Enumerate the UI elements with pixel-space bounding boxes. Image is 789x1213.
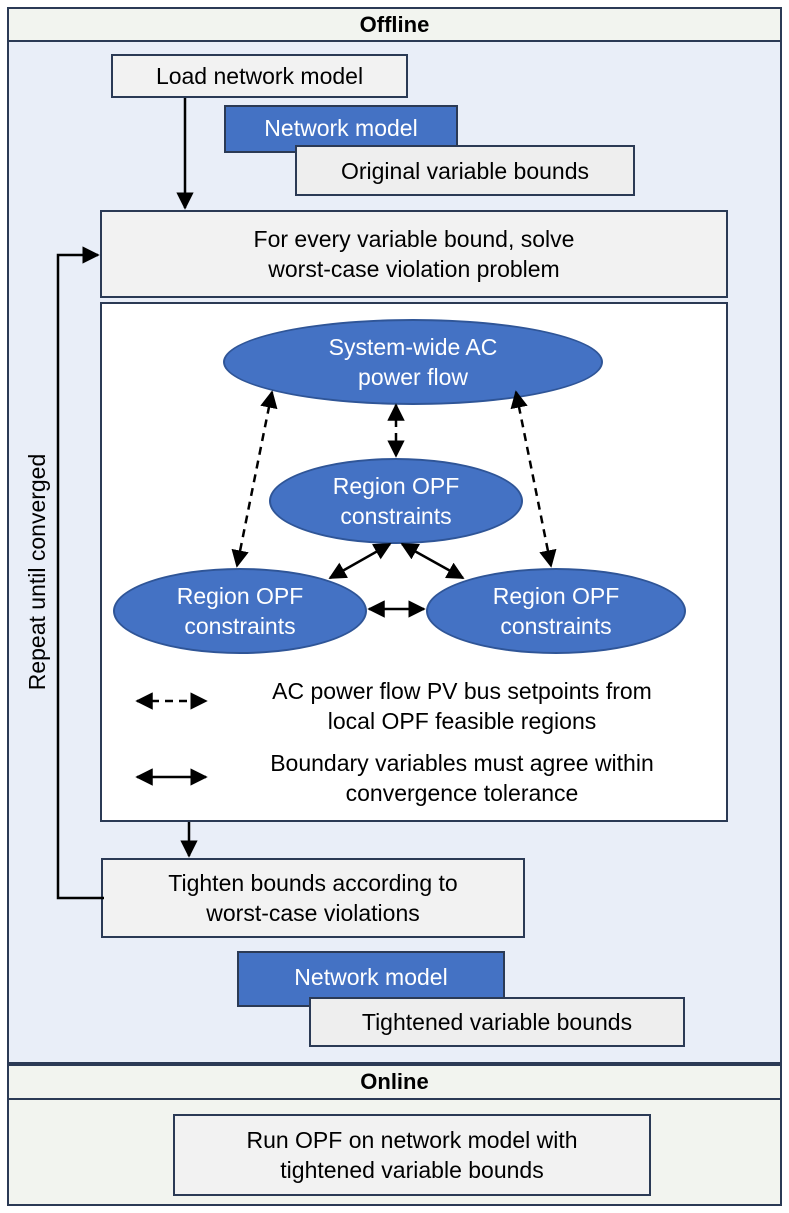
system-node-line2: power flow: [358, 364, 468, 390]
legend-solid-line2: convergence tolerance: [345, 780, 579, 806]
tightened-bounds-box: Tightened variable bounds: [309, 997, 685, 1047]
legend-solid-line1: Boundary variables must agree within: [270, 750, 654, 776]
run-box-line2: tightened variable bounds: [280, 1157, 544, 1183]
legend-dashed-line2: local OPF feasible regions: [327, 708, 597, 734]
region-opf-node-top: Region OPF constraints: [269, 458, 523, 544]
tightened-bounds-label: Tightened variable bounds: [361, 1009, 633, 1035]
tighten-bounds-box: Tighten bounds according to worst-case v…: [101, 858, 525, 938]
region-top-line2: constraints: [340, 503, 452, 529]
legend-dashed-text: AC power flow PV bus setpoints from loca…: [212, 676, 712, 736]
region-right-line2: constraints: [500, 613, 612, 639]
load-network-model-label: Load network model: [155, 63, 364, 89]
original-bounds-label: Original variable bounds: [340, 157, 590, 184]
arrow-repeat-loop: [56, 246, 104, 900]
offline-header: Offline: [7, 7, 782, 42]
region-opf-node-right: Region OPF constraints: [426, 568, 686, 654]
offline-header-label: Offline: [359, 11, 430, 37]
solve-worst-case-box: For every variable bound, solve worst-ca…: [100, 210, 728, 298]
solve-box-line1: For every variable bound, solve: [253, 226, 575, 252]
original-bounds-box: Original variable bounds: [295, 145, 635, 196]
dashed-arrow-system-to-right: [510, 390, 557, 568]
online-header-label: Online: [360, 1069, 429, 1094]
region-right-line1: Region OPF: [492, 583, 620, 609]
region-top-line1: Region OPF: [332, 473, 460, 499]
solid-arrow-top-to-right: [400, 542, 465, 580]
network-model-tab-1-label: Network model: [264, 114, 418, 141]
region-opf-node-left: Region OPF constraints: [113, 568, 367, 654]
region-left-line2: constraints: [184, 613, 296, 639]
solid-arrow-top-to-left: [328, 542, 392, 580]
system-node-line1: System-wide AC: [328, 334, 498, 360]
legend-solid-text: Boundary variables must agree within con…: [212, 748, 712, 808]
tighten-box-line1: Tighten bounds according to: [168, 870, 458, 896]
run-box-line1: Run OPF on network model with: [246, 1127, 578, 1153]
legend-dashed-line1: AC power flow PV bus setpoints from: [272, 678, 652, 704]
load-network-model-box: Load network model: [111, 54, 408, 98]
tighten-box-line2: worst-case violations: [206, 900, 420, 926]
network-model-tab-2-label: Network model: [294, 963, 448, 990]
run-opf-box: Run OPF on network model with tightened …: [173, 1114, 651, 1196]
online-header: Online: [7, 1064, 782, 1100]
solve-box-line2: worst-case violation problem: [268, 256, 560, 282]
region-left-line1: Region OPF: [176, 583, 304, 609]
dashed-arrow-system-to-left: [231, 390, 278, 568]
